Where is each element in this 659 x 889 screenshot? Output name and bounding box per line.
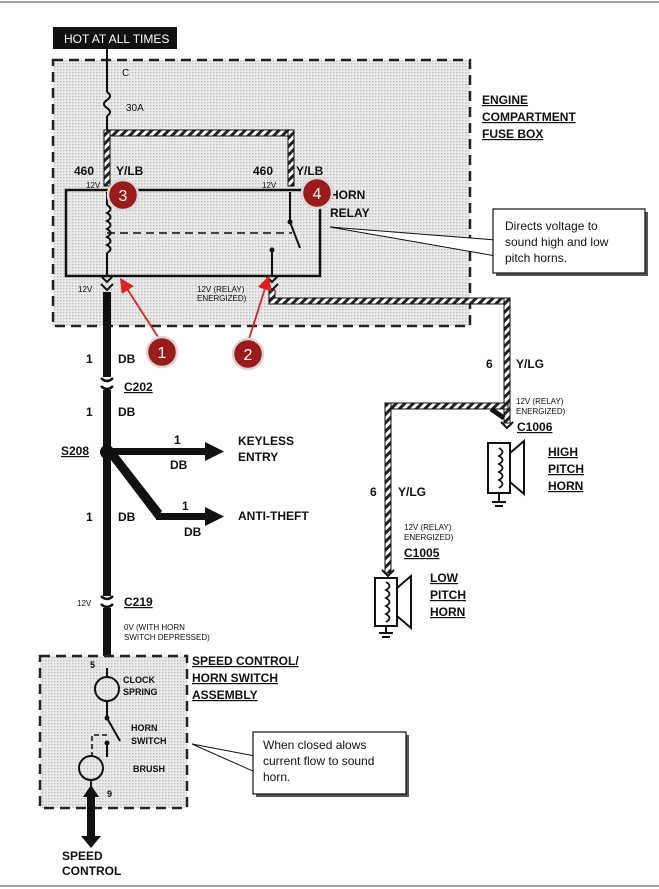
- speed-control-label-2: CONTROL: [62, 864, 121, 878]
- horn-switch-label-1: HORN: [131, 723, 158, 733]
- relay-right-circuit: 460: [253, 164, 273, 178]
- relay-callout: Directs voltage to sound high and low pi…: [329, 208, 648, 276]
- marker-1-text: 1: [158, 345, 167, 362]
- marker-3-text: 3: [119, 188, 128, 205]
- clock-spring-label-2: SPRING: [123, 687, 158, 697]
- hot-at-all-times-label: HOT AT ALL TIMES: [53, 27, 177, 49]
- low-horn-wire-color: Y/LG: [398, 485, 426, 499]
- s208-splice-label: S208: [61, 444, 89, 458]
- anti-theft-circuit: 1: [182, 499, 189, 513]
- ylb-wire: [103, 129, 295, 187]
- assembly-pin-top: 5: [90, 660, 95, 670]
- relay-right-voltage: 12V: [262, 181, 277, 190]
- clock-spring-label-1: CLOCK: [123, 675, 155, 685]
- marker-4-text: 4: [313, 186, 322, 203]
- depressed-note-2: SWITCH DEPRESSED): [124, 633, 210, 642]
- assembly-label-3: ASSEMBLY: [192, 688, 258, 702]
- speed-control-output-arrow: [81, 785, 101, 848]
- high-horn-label-2: PITCH: [548, 462, 584, 476]
- high-horn-note-2: ENERGIZED): [516, 407, 566, 416]
- relay-left-wire-color: Y/LB: [116, 164, 144, 178]
- db-seg3-circuit: 1: [86, 510, 93, 524]
- low-horn-note-1: 12V (RELAY): [404, 523, 452, 532]
- hot-at-all-times-text: HOT AT ALL TIMES: [64, 32, 169, 46]
- assembly-pin-bottom: 9: [107, 789, 112, 799]
- marker-3: 3: [106, 178, 140, 212]
- relay-switch: [269, 192, 301, 276]
- c202-connector-label: C202: [124, 380, 153, 394]
- assembly-label-1: SPEED CONTROL/: [192, 654, 299, 668]
- anti-theft-label: ANTI-THEFT: [238, 509, 309, 523]
- depressed-note-1: 0V (WITH HORN: [124, 623, 185, 632]
- db-seg2-color: DB: [118, 405, 136, 419]
- low-horn-label-1: LOW: [430, 571, 459, 585]
- switch-callout-line-3: horn.: [263, 770, 290, 784]
- db-seg3-color: DB: [118, 510, 136, 524]
- c219-connector-label: C219: [124, 595, 153, 609]
- db-seg1-color: DB: [118, 352, 136, 366]
- switch-callout-line-2: current flow to sound: [263, 754, 374, 768]
- db-seg1-circuit: 1: [86, 352, 93, 366]
- relay-callout-line-1: Directs voltage to: [505, 219, 598, 233]
- c219-voltage: 12V: [77, 599, 92, 608]
- switch-callout: When closed alows current flow to sound …: [191, 731, 409, 797]
- c1006-connector-label: C1006: [517, 420, 553, 434]
- low-horn-circuit: 6: [370, 485, 377, 499]
- high-horn-label-3: HORN: [548, 479, 583, 493]
- marker-2-text: 2: [244, 347, 253, 364]
- speed-control-label-1: SPEED: [62, 849, 103, 863]
- brush-label: BRUSH: [133, 764, 165, 774]
- relay-energized-note-1: 12V (RELAY): [197, 285, 245, 294]
- low-pitch-horn-symbol: [374, 569, 412, 638]
- keyless-entry-label-1: KEYLESS: [238, 434, 294, 448]
- assembly-label-2: HORN SWITCH: [192, 671, 278, 685]
- db-seg2-circuit: 1: [86, 405, 93, 419]
- fuse-rating-label: 30A: [126, 103, 144, 114]
- switch-callout-line-1: When closed alows: [263, 738, 366, 752]
- c1005-connector-label: C1005: [404, 546, 440, 560]
- horn-relay-label-1: HORN: [330, 188, 365, 202]
- horn-switch-label-2: SWITCH: [131, 736, 167, 746]
- relay-left-circuit: 460: [74, 164, 94, 178]
- relay-left-voltage: 12V: [86, 181, 101, 190]
- anti-theft-branch: [108, 452, 224, 526]
- high-horn-label-1: HIGH: [548, 445, 578, 459]
- fuse-box-label-2: COMPARTMENT: [482, 110, 576, 124]
- marker-2: 2: [231, 337, 265, 371]
- marker-4: 4: [300, 176, 334, 210]
- relay-bottom-voltage: 12V: [78, 285, 93, 294]
- anti-theft-wire-color: DB: [184, 525, 202, 539]
- low-horn-label-2: PITCH: [430, 588, 466, 602]
- relay-energized-note-2: ENERGIZED): [197, 294, 247, 303]
- keyless-wire-color: DB: [170, 458, 188, 472]
- fuse-circuit-label: C: [122, 68, 129, 79]
- keyless-entry-label-2: ENTRY: [238, 450, 278, 464]
- horn-relay-label-2: RELAY: [330, 206, 370, 220]
- fuse-box-label-1: ENGINE: [482, 93, 528, 107]
- ylg-horn-feed: [268, 289, 511, 574]
- keyless-circuit: 1: [174, 433, 181, 447]
- low-horn-note-2: ENERGIZED): [404, 533, 454, 542]
- low-horn-label-3: HORN: [430, 605, 465, 619]
- relay-callout-line-3: pitch horns.: [505, 251, 567, 265]
- keyless-entry-branch: [110, 442, 224, 461]
- high-horn-wire-color: Y/LG: [516, 357, 544, 371]
- relay-callout-line-2: sound high and low: [505, 235, 609, 249]
- speed-control-assembly-outline: [38, 654, 189, 810]
- marker-1: 1: [145, 335, 179, 369]
- db-main-wire: [99, 292, 115, 668]
- high-horn-circuit: 6: [486, 357, 493, 371]
- relay-right-wire-color: Y/LB: [296, 164, 324, 178]
- red-annotation-arrows: [120, 275, 272, 343]
- horn-relay-box: [64, 188, 322, 278]
- high-pitch-horn-symbol: [487, 421, 525, 507]
- fuse-box-label-3: FUSE BOX: [482, 127, 543, 141]
- high-horn-note-1: 12V (RELAY): [516, 397, 564, 406]
